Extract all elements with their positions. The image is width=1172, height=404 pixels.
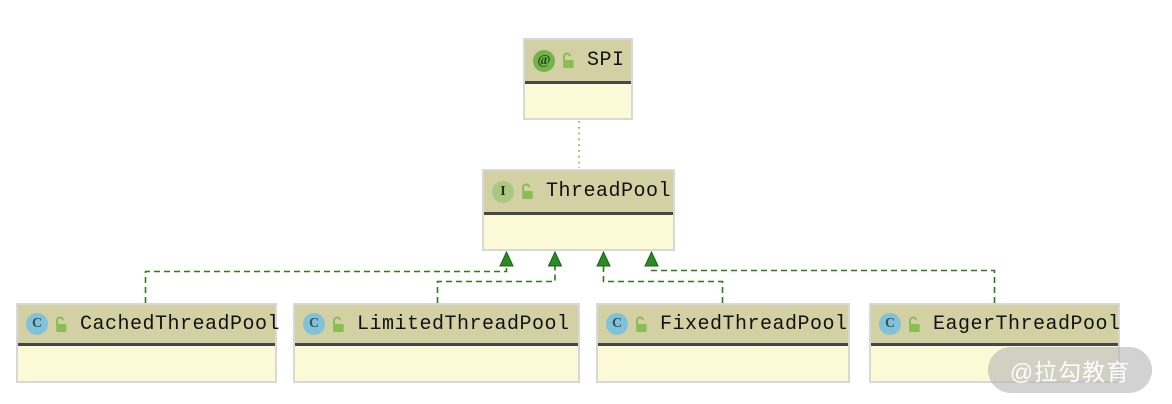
node-header: C CachedThreadPool bbox=[18, 305, 280, 346]
annotation-icon: @ bbox=[533, 49, 555, 72]
uml-node-threadpool[interactable]: I ThreadPool bbox=[482, 169, 675, 251]
node-label: ThreadPool bbox=[546, 180, 672, 203]
uml-node-fixedthreadpool[interactable]: C FixedThreadPool bbox=[596, 303, 850, 383]
class-icon: C bbox=[606, 313, 628, 335]
uml-node-cachedthreadpool[interactable]: C CachedThreadPool bbox=[16, 303, 280, 383]
unlocked-icon bbox=[53, 316, 69, 333]
unlocked-icon bbox=[633, 316, 649, 333]
node-label: SPI bbox=[587, 49, 625, 72]
arrowhead-icon bbox=[547, 250, 563, 267]
class-icon: C bbox=[303, 313, 325, 335]
node-header: I ThreadPool bbox=[484, 171, 673, 215]
unlocked-icon bbox=[519, 183, 535, 200]
interface-icon: I bbox=[492, 180, 514, 203]
class-icon: C bbox=[879, 313, 901, 335]
arrowhead-icon bbox=[499, 250, 514, 267]
arrowhead-icon bbox=[596, 250, 611, 267]
node-label: LimitedThreadPool bbox=[357, 312, 570, 336]
arrowhead-icon bbox=[644, 250, 659, 267]
edge-cachedthreadpool-implements-threadpool bbox=[144, 266, 508, 303]
node-header: C LimitedThreadPool bbox=[295, 305, 578, 346]
node-header: C FixedThreadPool bbox=[598, 305, 848, 346]
edge-eagerthreadpool-implements-threadpool bbox=[650, 266, 996, 303]
uml-node-spi[interactable]: @ SPI bbox=[523, 38, 633, 120]
node-header: @ SPI bbox=[525, 40, 631, 84]
unlocked-icon bbox=[906, 316, 922, 333]
edge-fixedthreadpool-implements-threadpool bbox=[602, 266, 724, 303]
node-label: CachedThreadPool bbox=[80, 312, 281, 336]
unlocked-icon bbox=[560, 52, 576, 69]
class-icon: C bbox=[26, 313, 48, 335]
node-header: C EagerThreadPool bbox=[871, 305, 1121, 346]
node-label: FixedThreadPool bbox=[660, 312, 848, 336]
edge-limitedthreadpool-implements-threadpool bbox=[436, 266, 556, 303]
node-label: EagerThreadPool bbox=[933, 312, 1121, 336]
uml-node-limitedthreadpool[interactable]: C LimitedThreadPool bbox=[293, 303, 580, 383]
watermark-badge: @拉勾教育 bbox=[988, 347, 1152, 393]
unlocked-icon bbox=[330, 316, 346, 333]
